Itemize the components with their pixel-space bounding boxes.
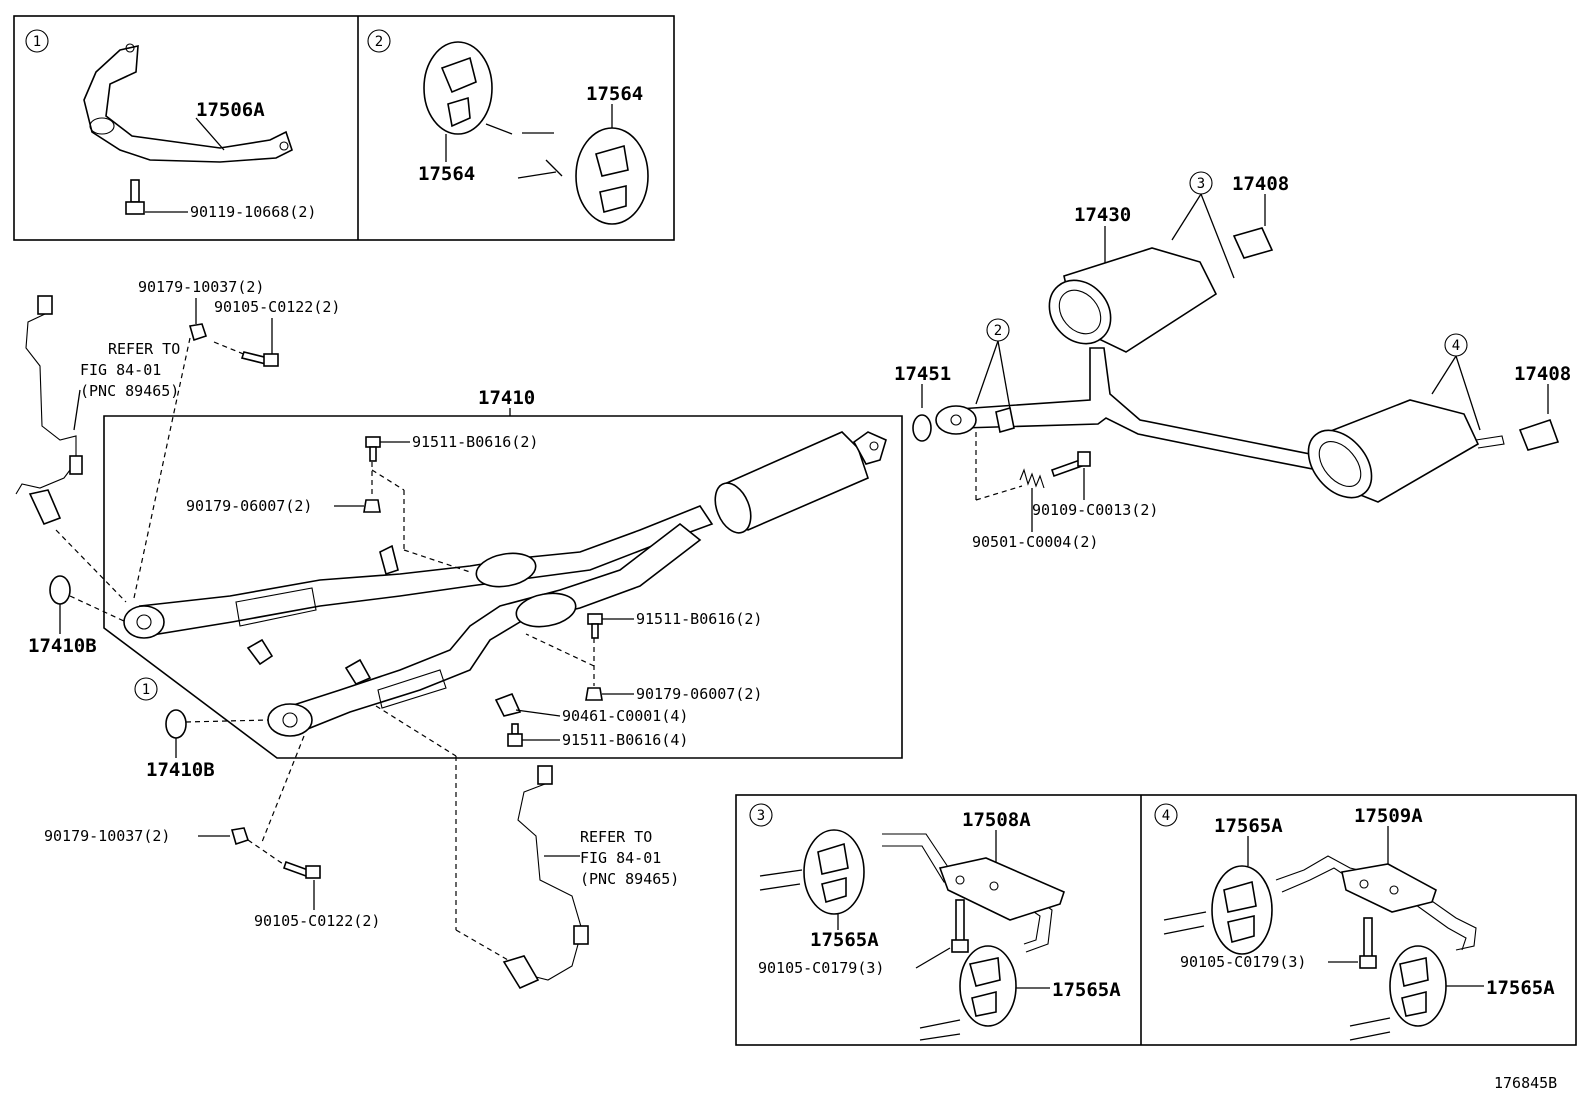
- label-91511-B0616-upper: 91511-B0616(2): [412, 433, 538, 451]
- label-90461-C0001: 90461-C0001(4): [562, 707, 688, 725]
- callout-2-top[interactable]: 2: [367, 29, 391, 53]
- label-90109-C0013: 90109-C0013(2): [1032, 501, 1158, 519]
- label-17565A-inset3-lower: 17565A: [1052, 979, 1121, 1001]
- clamp-90461-drawing[interactable]: [494, 692, 522, 717]
- hanger-17564-left-drawing[interactable]: [423, 41, 493, 135]
- label-17509A: 17509A: [1354, 805, 1423, 827]
- inset-box-3-4: [735, 794, 1577, 1046]
- gasket-17451-drawing[interactable]: [912, 414, 932, 442]
- label-17408-lower: 17408: [1514, 363, 1571, 385]
- exhaust-pipe-17410-drawing[interactable]: [123, 431, 887, 737]
- svg-text:1: 1: [33, 34, 41, 50]
- svg-text:2: 2: [375, 34, 383, 50]
- label-90501-C0004: 90501-C0004(2): [972, 533, 1098, 551]
- label-17565A-inset4-lower: 17565A: [1486, 977, 1555, 999]
- label-17430: 17430: [1074, 204, 1131, 226]
- label-90105-C0122-lower: 90105-C0122(2): [254, 912, 380, 930]
- label-17564-left: 17564: [418, 163, 475, 185]
- hanger-17565A-inset3-upper-drawing[interactable]: [803, 829, 865, 915]
- callout-1-main[interactable]: 1: [134, 677, 158, 701]
- clamp-left-drawing[interactable]: [246, 638, 274, 666]
- bolt-91511-upper-drawing[interactable]: [365, 436, 381, 462]
- svg-text:3: 3: [1197, 176, 1205, 192]
- label-17410: 17410: [478, 387, 535, 409]
- rear-muffler-upper-drawing[interactable]: [1037, 247, 1218, 356]
- refer-lower-line2: FIG 84-01: [580, 849, 661, 867]
- hanger-17564-right-drawing[interactable]: [575, 127, 649, 225]
- clamp-upper-drawing[interactable]: [379, 544, 399, 576]
- label-90105-C0122-top: 90105-C0122(2): [214, 298, 340, 316]
- bracket-17506A-drawing[interactable]: [83, 43, 293, 163]
- label-17564-right: 17564: [586, 83, 643, 105]
- nut-90179-06007-upper-drawing[interactable]: [363, 499, 381, 513]
- spring-90501-drawing[interactable]: [1019, 468, 1045, 489]
- gasket-17410B-lower-drawing[interactable]: [165, 709, 187, 739]
- bolt-90105-top-drawing[interactable]: [240, 351, 279, 367]
- tail-pipe-17430-drawing[interactable]: [935, 347, 1321, 471]
- callout-4-muffler[interactable]: 4: [1444, 333, 1468, 357]
- label-17565A-inset4-upper: 17565A: [1214, 815, 1283, 837]
- hanger-bracket-pipe-drawing[interactable]: [995, 406, 1015, 434]
- label-90179-06007-upper: 90179-06007(2): [186, 497, 312, 515]
- svg-text:4: 4: [1452, 338, 1460, 354]
- bolt-91511-lower-drawing[interactable]: [507, 723, 523, 747]
- hanger-17565A-inset3-lower-drawing[interactable]: [959, 945, 1017, 1027]
- nut-90179-06007-lower-drawing[interactable]: [585, 687, 603, 701]
- bolt-90119-drawing[interactable]: [125, 179, 145, 215]
- refer-left-line1: REFER TO: [108, 340, 180, 358]
- label-17451: 17451: [894, 363, 951, 385]
- bracket-17508A-drawing[interactable]: [882, 833, 1065, 953]
- label-91511-B0616-lower: 91511-B0616(4): [562, 731, 688, 749]
- label-17410B-upper: 17410B: [28, 635, 97, 657]
- oxygen-sensor-left-drawing[interactable]: [15, 295, 83, 526]
- assembly-box-17410: [103, 415, 903, 759]
- callout-1-top[interactable]: 1: [25, 29, 49, 53]
- label-90179-10037-top: 90179-10037(2): [138, 278, 264, 296]
- label-90119-10668: 90119-10668(2): [190, 203, 316, 221]
- hanger-17565A-inset4-upper-drawing[interactable]: [1211, 865, 1273, 955]
- bolt-91511-middle-drawing[interactable]: [587, 613, 603, 639]
- hanger-17565A-inset4-lower-drawing[interactable]: [1389, 945, 1447, 1027]
- refer-left-line3: (PNC 89465): [80, 382, 179, 400]
- label-90105-C0179-inset3: 90105-C0179(3): [758, 959, 884, 977]
- label-17508A: 17508A: [962, 809, 1031, 831]
- nut-90179-lower-drawing[interactable]: [230, 827, 250, 846]
- bolt-90105-inset4-drawing[interactable]: [1359, 917, 1377, 969]
- figure-id: 176845B: [1494, 1074, 1557, 1092]
- callout-3-muffler[interactable]: 3: [1189, 171, 1213, 195]
- label-17506A: 17506A: [196, 99, 265, 121]
- bracket-17509A-drawing[interactable]: [1275, 855, 1477, 951]
- refer-lower-line1: REFER TO: [580, 828, 652, 846]
- callout-4-inset[interactable]: 4: [1154, 803, 1178, 827]
- svg-text:3: 3: [757, 808, 765, 824]
- label-91511-B0616-middle: 91511-B0616(2): [636, 610, 762, 628]
- label-90105-C0179-inset4: 90105-C0179(3): [1180, 953, 1306, 971]
- refer-lower-line3: (PNC 89465): [580, 870, 679, 888]
- refer-left-line2: FIG 84-01: [80, 361, 161, 379]
- svg-text:1: 1: [142, 682, 150, 698]
- bolt-90105-lower-drawing[interactable]: [282, 860, 321, 879]
- tail-tip-17408-upper-drawing[interactable]: [1232, 227, 1274, 259]
- bolt-90109-drawing[interactable]: [1050, 451, 1091, 478]
- bolt-90105-inset3-drawing[interactable]: [951, 899, 969, 953]
- nut-90179-top-drawing[interactable]: [188, 323, 208, 342]
- label-17565A-inset3-upper: 17565A: [810, 929, 879, 951]
- rear-muffler-lower-drawing[interactable]: [1296, 399, 1505, 510]
- label-90179-06007-lower: 90179-06007(2): [636, 685, 762, 703]
- label-17410B-lower: 17410B: [146, 759, 215, 781]
- gasket-17410B-upper-drawing[interactable]: [49, 575, 71, 605]
- inset-box-1-2: [13, 15, 675, 241]
- label-17408-upper: 17408: [1232, 173, 1289, 195]
- oxygen-sensor-lower-drawing[interactable]: [502, 765, 589, 990]
- label-90179-10037-lower: 90179-10037(2): [44, 827, 170, 845]
- callout-3-inset[interactable]: 3: [749, 803, 773, 827]
- callout-2-pipe[interactable]: 2: [986, 318, 1010, 342]
- tail-tip-17408-lower-drawing[interactable]: [1518, 418, 1560, 451]
- svg-text:4: 4: [1162, 808, 1170, 824]
- svg-text:2: 2: [994, 323, 1002, 339]
- clamp-middle-drawing[interactable]: [344, 658, 372, 686]
